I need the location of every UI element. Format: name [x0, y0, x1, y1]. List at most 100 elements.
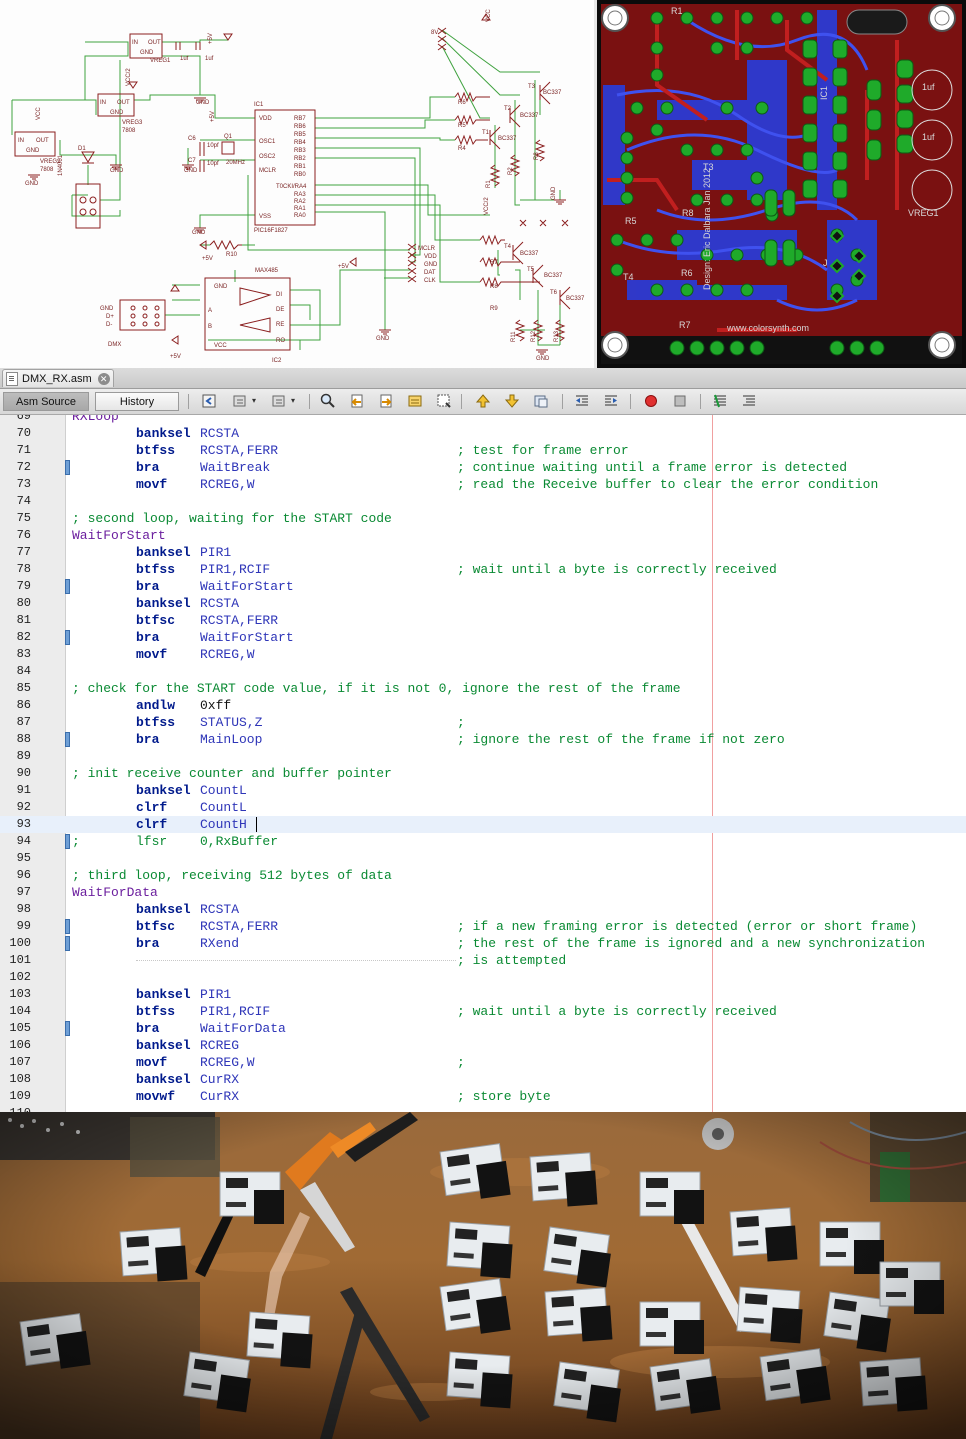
code-line[interactable]: 75; second loop, waiting for the START c… — [0, 510, 966, 527]
comment-icon[interactable] — [712, 393, 728, 409]
stop-macro-icon[interactable] — [672, 393, 688, 409]
code-line[interactable]: 90; init receive counter and buffer poin… — [0, 765, 966, 782]
code-line[interactable]: 96; third loop, receiving 512 bytes of d… — [0, 867, 966, 884]
history-icon[interactable] — [232, 393, 248, 409]
uncomment-icon[interactable] — [741, 393, 757, 409]
tab-history[interactable]: History — [95, 392, 179, 411]
tab-asm-source[interactable]: Asm Source — [3, 392, 89, 411]
label-dmx-dminus: D- — [106, 322, 112, 328]
previous-bookmark-icon[interactable] — [475, 393, 491, 409]
code-operand: 0,RxBuffer — [200, 834, 279, 849]
code-operand: RCSTA — [200, 426, 240, 441]
line-number: 81 — [16, 613, 31, 627]
forward-dropdown-icon[interactable]: ▾ — [290, 396, 295, 405]
file-tab[interactable]: DMX_RX.asm ✕ — [2, 369, 114, 387]
find-previous-icon[interactable] — [349, 393, 365, 409]
code-label: WaitForData — [72, 885, 158, 900]
close-tab-icon[interactable]: ✕ — [97, 372, 110, 385]
code-operand: CountL — [200, 783, 247, 798]
code-instruction: clrf — [136, 817, 168, 832]
history-forward-icon[interactable] — [271, 393, 287, 409]
code-comment: ; is attempted — [457, 953, 567, 968]
code-instruction: banksel — [136, 1038, 191, 1053]
code-line[interactable]: 102 — [0, 969, 966, 986]
toggle-highlight-icon[interactable] — [407, 393, 423, 409]
code-line[interactable]: 85; check for the START code value, if i… — [0, 680, 966, 697]
code-instruction: bra — [136, 936, 160, 951]
pcb-credit-label: Design: Eric Dalbara Jan 2012 — [702, 168, 712, 290]
code-line[interactable]: 101; is attempted — [0, 952, 966, 969]
label-ic1-rb1: RB1 — [294, 164, 306, 170]
toolbar-separator — [309, 394, 310, 409]
line-number: 89 — [16, 749, 31, 763]
label-vreg3: VREG3 — [122, 120, 143, 126]
code-instruction: btfss — [136, 715, 176, 730]
shift-right-icon[interactable] — [603, 393, 619, 409]
toggle-bookmark-icon[interactable] — [533, 393, 549, 409]
label-gnd-g: GND — [536, 356, 550, 362]
code-operand: CountL — [200, 800, 247, 815]
find-next-icon[interactable] — [378, 393, 394, 409]
right-margin-line — [712, 415, 713, 1112]
pcb-vreg1-label: VREG1 — [908, 208, 939, 218]
label-5v-a: +5V — [208, 33, 214, 44]
shift-left-icon[interactable] — [574, 393, 590, 409]
label-q1: Q1 — [224, 134, 233, 140]
label-vreg1: VREG1 — [150, 58, 171, 64]
history-dropdown-icon[interactable]: ▾ — [251, 396, 256, 405]
code-line[interactable]: 95 — [0, 850, 966, 867]
code-line[interactable]: 74 — [0, 493, 966, 510]
label-c6: C6 — [188, 136, 196, 142]
pcb-drawing: Design: Eric Dalbara Jan 2012 www.colors… — [597, 0, 966, 368]
code-comment: ; init receive counter and buffer pointe… — [72, 766, 392, 781]
label-max485-re: RE — [276, 322, 284, 328]
label-r5: R5 — [458, 123, 466, 129]
code-line[interactable]: 110 — [0, 1105, 966, 1112]
code-line[interactable]: 89 — [0, 748, 966, 765]
schematic-image: VREG1 VREG3 7808 VREG2 7808 IN OUT IN OU… — [0, 0, 594, 368]
go-back-icon[interactable] — [201, 393, 217, 409]
label-ic1-vdd: VDD — [259, 116, 272, 122]
code-label: RXLoop — [72, 415, 119, 424]
next-bookmark-icon[interactable] — [504, 393, 520, 409]
file-tab-bar: DMX_RX.asm ✕ — [0, 368, 966, 389]
find-icon[interactable] — [320, 393, 336, 409]
label-d1-part: 1N4001 — [58, 154, 64, 176]
code-operand: PIR1 — [200, 987, 232, 1002]
find-selection-icon[interactable] — [436, 393, 452, 409]
code-line[interactable]: 84 — [0, 663, 966, 680]
start-macro-icon[interactable] — [643, 393, 659, 409]
